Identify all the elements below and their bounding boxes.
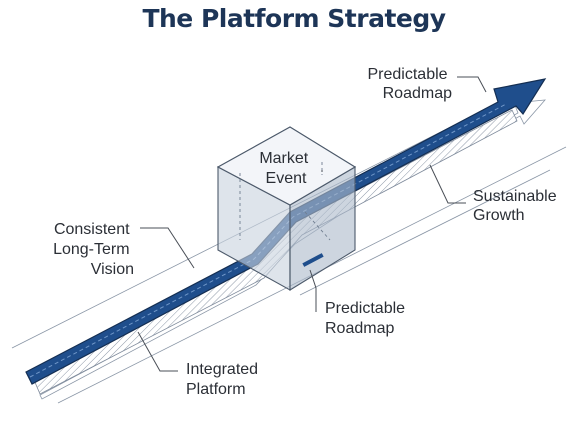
market-event-cube [216, 126, 357, 291]
label-market-event: Market Event [259, 150, 312, 187]
label-sustainable-growth: Sustainable Growth [473, 188, 561, 224]
leader-lines [137, 76, 487, 372]
label-predictable-roadmap-bottom: Predictable Roadmap [325, 300, 410, 337]
label-predictable-roadmap-top: Predictable Roadmap [368, 66, 453, 102]
label-consistent-long-term-vision: Consistent Long-Term Vision [53, 221, 134, 278]
label-integrated-platform: Integrated Platform [186, 361, 263, 398]
diagram-title: The Platform Strategy [142, 4, 446, 33]
